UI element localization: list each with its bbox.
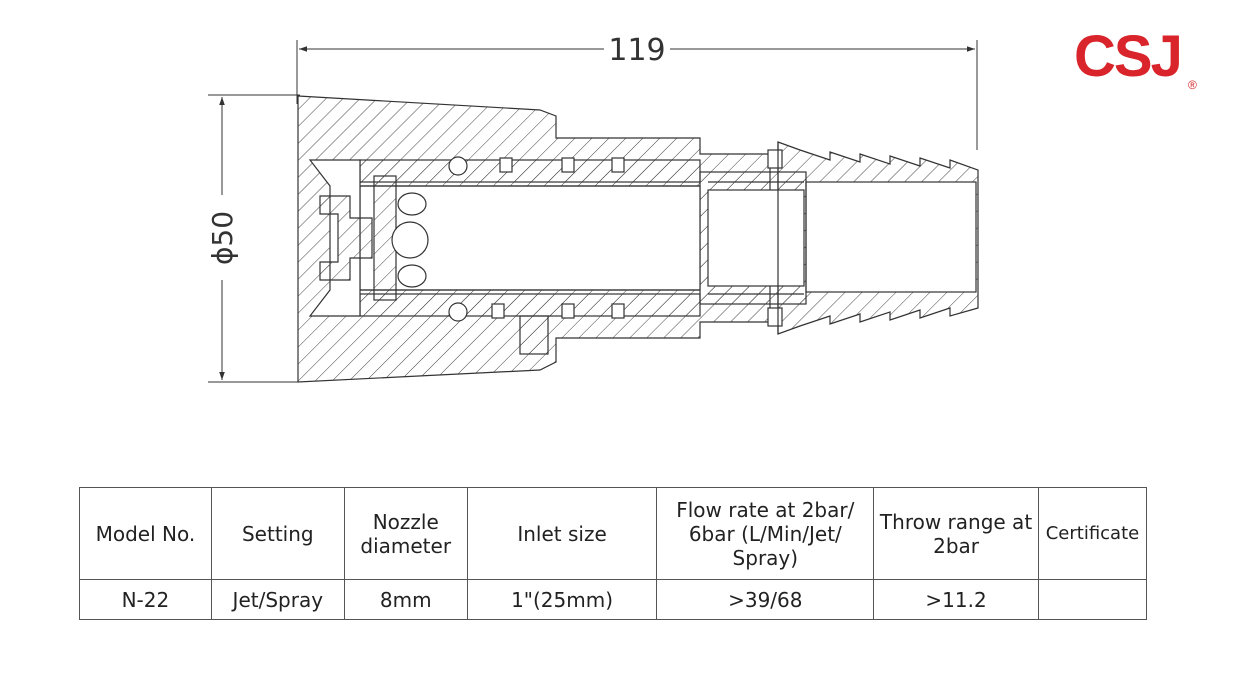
header-nozzle-diameter: Nozzle diameter (343, 487, 468, 580)
table-row: N-22 Jet/Spray 8mm 1"(25mm) >39/68 >11.2 (79, 579, 1148, 620)
cell-certificate (1037, 579, 1148, 620)
brand-logo: CSJ (1074, 24, 1183, 89)
cell-inlet-size: 1"(25mm) (466, 579, 658, 620)
cell-setting: Jet/Spray (210, 579, 345, 620)
header-model-no: Model No. (79, 487, 212, 580)
cell-flow-rate: >39/68 (656, 579, 875, 620)
header-inlet-size: Inlet size (466, 487, 658, 580)
header-certificate: Certificate (1037, 487, 1148, 580)
header-flow-rate: Flow rate at 2bar/ 6bar (L/Min/Jet/ Spra… (656, 487, 875, 580)
header-throw-range: Throw range at 2bar (873, 487, 1039, 580)
cell-model-no: N-22 (79, 579, 212, 620)
cell-nozzle-diameter: 8mm (343, 579, 468, 620)
spec-table-header-row: Model No. Setting Nozzle diameter Inlet … (79, 487, 1148, 580)
length-dimension-label: 119 (608, 33, 665, 68)
registered-mark: ® (1188, 78, 1197, 92)
nozzle-cross-section-drawing: 119 ϕ50 (206, 33, 979, 383)
spec-table: Model No. Setting Nozzle diameter Inlet … (79, 487, 1148, 620)
header-setting: Setting (210, 487, 345, 580)
diameter-dimension (208, 94, 300, 383)
diameter-dimension-label: ϕ50 (206, 211, 239, 265)
cell-throw-range: >11.2 (873, 579, 1039, 620)
nozzle-body (297, 95, 979, 383)
length-dimension (296, 40, 978, 150)
